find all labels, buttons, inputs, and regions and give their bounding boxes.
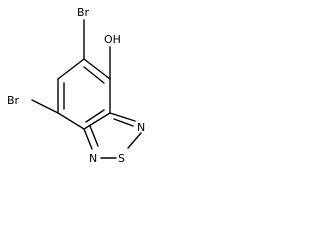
atom-label-oh: OH <box>104 33 121 46</box>
bond-c7a-c3a-double <box>85 109 105 123</box>
thiadiazole-ring <box>83 112 142 159</box>
bond-n-s-top <box>127 132 142 149</box>
bond-c3a-n <box>109 112 136 122</box>
atom-label-n-bottom: N <box>89 152 97 165</box>
bond-c5-c6 <box>57 58 85 80</box>
bond-c7a-c3a <box>83 112 111 130</box>
bond-c7-c7a <box>57 112 85 130</box>
bond-n-c7a-double <box>89 125 99 147</box>
bond-c7-br <box>31 99 59 114</box>
bond-n-c7a <box>83 128 93 150</box>
bond-c5-c5-double <box>83 66 105 84</box>
benzene-ring <box>57 58 111 130</box>
atom-label-n-top: N <box>137 121 145 134</box>
molecule-structure: Br OH Br N S N <box>7 6 145 165</box>
bond-c4-c5 <box>83 58 111 80</box>
atom-label-br-top: Br <box>77 6 90 19</box>
atom-label-s: S <box>118 152 125 165</box>
atom-label-br-left: Br <box>7 94 20 107</box>
bond-c3a-n-double <box>113 118 134 127</box>
